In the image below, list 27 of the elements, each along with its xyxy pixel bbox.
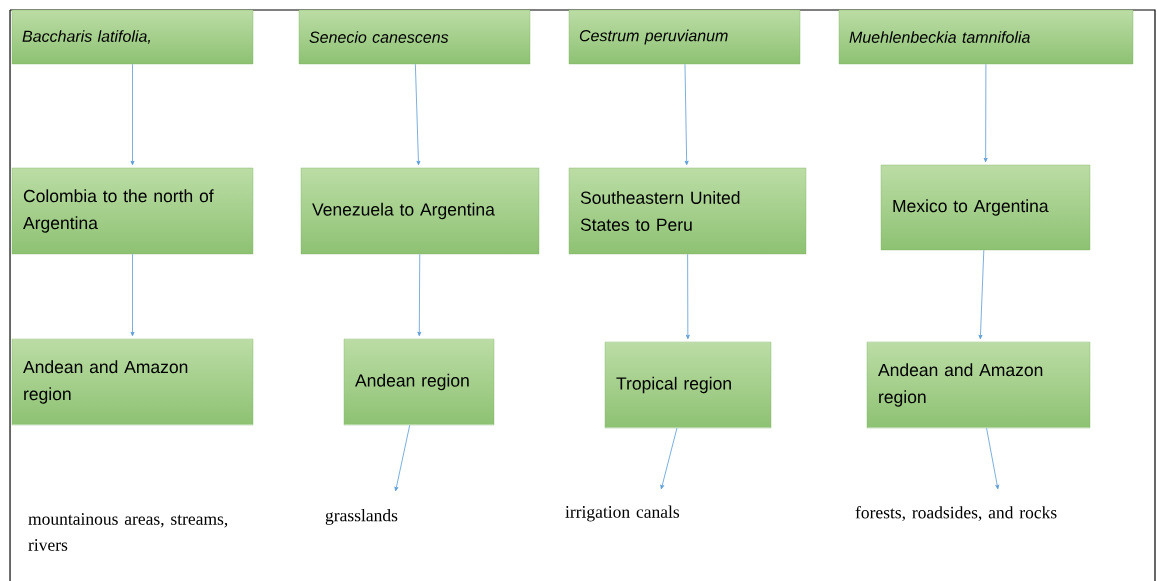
arrow xyxy=(417,253,422,337)
habitat-text: mountainous areas, streams, rivers xyxy=(28,513,228,551)
species-box: Cestrum peruvianum xyxy=(568,9,801,65)
arrow xyxy=(983,63,988,163)
species-box: Muehlenbeckia tamnifolia xyxy=(838,9,1134,65)
region-box: Andean region xyxy=(343,338,495,426)
region-box: Andean and Amazon region xyxy=(866,341,1091,429)
arrow xyxy=(986,427,1000,490)
arrow xyxy=(685,253,690,340)
species-box: Senecio canescens xyxy=(298,9,531,65)
region-box: Mexico to Argentina xyxy=(880,164,1091,251)
region-box: Venezuela to Argentina xyxy=(300,167,540,255)
arrow xyxy=(414,63,421,166)
habitat-text: irrigation canals xyxy=(565,505,680,522)
arrow xyxy=(978,249,985,340)
arrow xyxy=(130,63,135,166)
arrow xyxy=(130,253,135,337)
species-box: Baccharis latifolia, xyxy=(11,9,254,65)
arrow xyxy=(394,424,411,492)
habitat-text: grasslands xyxy=(325,509,398,525)
region-box: Colombia to the north of Argentina xyxy=(11,167,254,255)
region-box: Southeastern United States to Peru xyxy=(568,167,807,255)
region-box: Tropical region xyxy=(604,341,772,429)
arrow xyxy=(684,63,689,166)
arrow xyxy=(660,427,678,490)
habitat-text: forests, roadsides, and rocks xyxy=(855,506,1057,521)
region-box: Andean and Amazon region xyxy=(11,338,254,426)
